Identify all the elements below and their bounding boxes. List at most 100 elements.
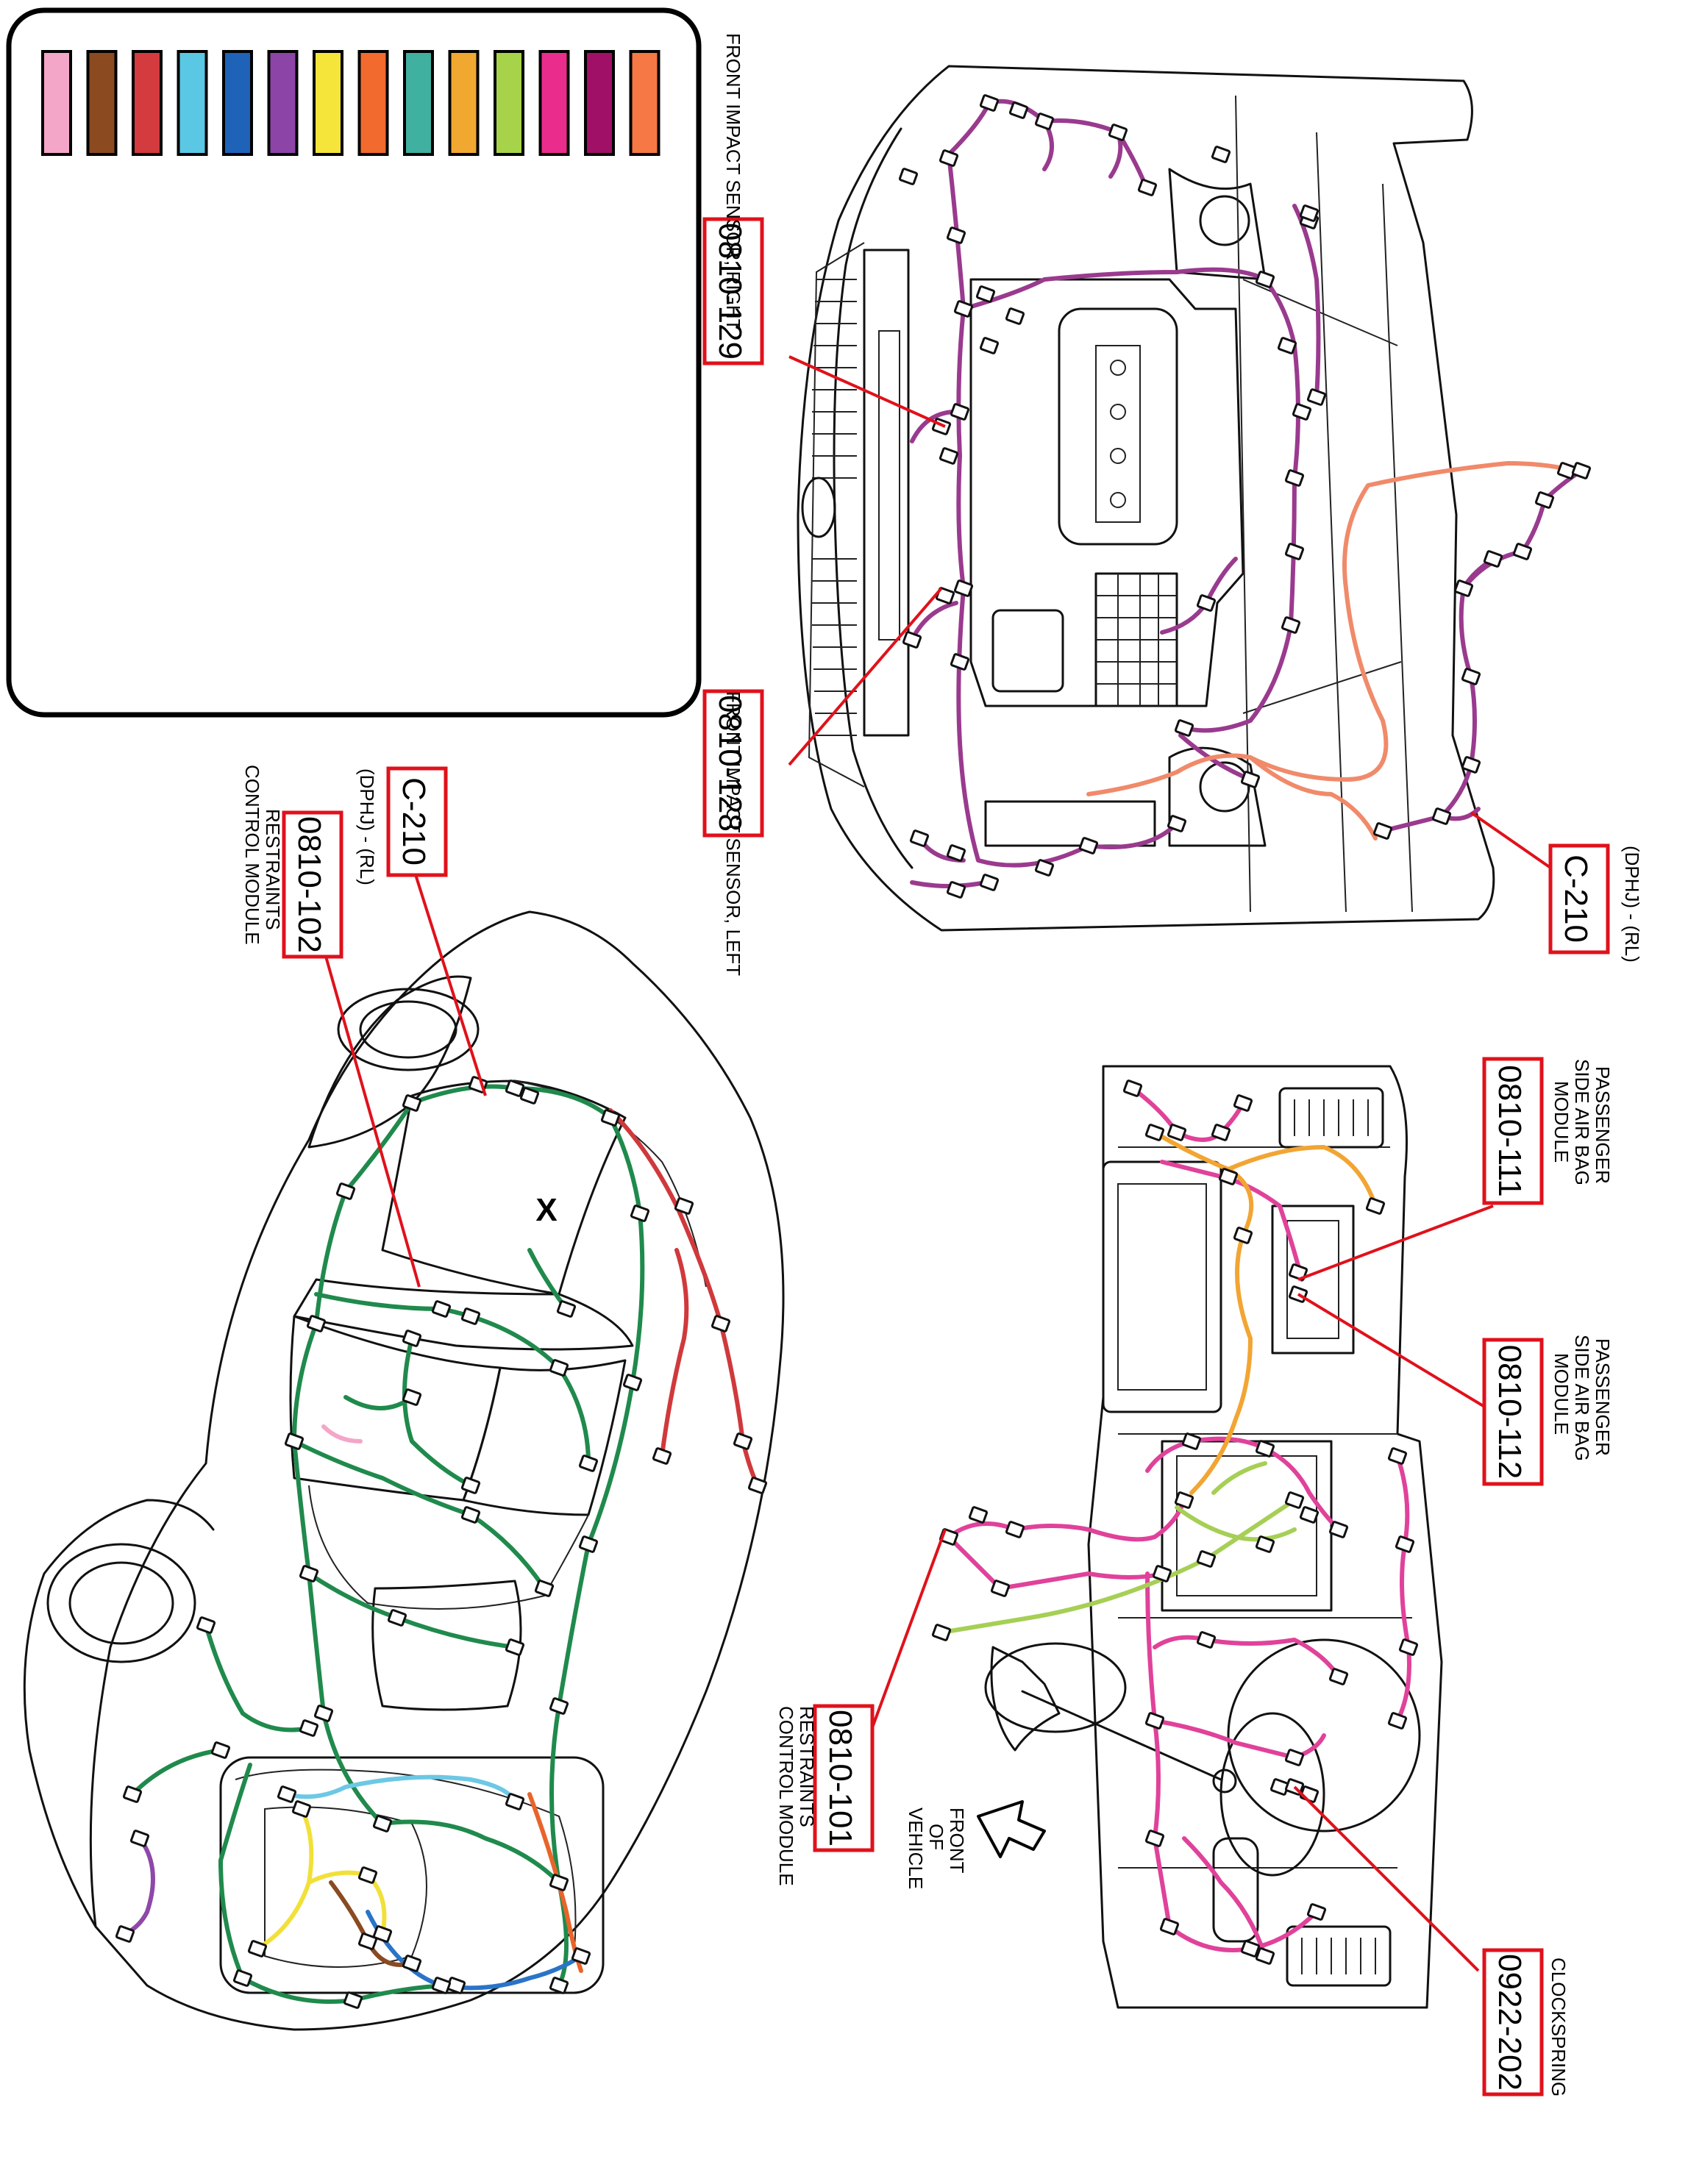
connector-icon: [1365, 1197, 1386, 1215]
legend-swatches: [41, 50, 660, 156]
connector-icon: [1078, 837, 1099, 854]
connector-icon: [306, 1315, 327, 1332]
connector-icon: [549, 1977, 569, 1994]
svg-text:C-210: C-210: [396, 777, 432, 866]
connector-icon: [578, 1455, 599, 1472]
connector-icon: [1372, 822, 1393, 840]
leader-lines: [322, 355, 1552, 1972]
connector-icon: [1196, 594, 1217, 612]
connector-icon: [950, 653, 970, 671]
connector-icon: [1005, 307, 1025, 325]
restraints-module-102-line1: RESTRAINTS: [262, 809, 284, 930]
legend-swatch: [403, 50, 434, 156]
front-wheel: [337, 988, 480, 1071]
connector-icon: [534, 1580, 555, 1597]
connector-icon: [1144, 1712, 1165, 1730]
connector-icon: [505, 1793, 525, 1810]
connector-icon: [549, 1697, 569, 1715]
passenger-airbag-112-line2: SIDE AIR BAG: [1571, 1335, 1593, 1461]
rear-wheel: [46, 1543, 196, 1663]
connector-icon: [674, 1197, 694, 1215]
legend-swatch: [584, 50, 615, 156]
connector-icon: [898, 168, 919, 185]
connector-icon: [1174, 719, 1194, 737]
legend-swatch: [177, 50, 208, 156]
connector-icon: [990, 1580, 1011, 1597]
connector-icon: [1387, 1447, 1408, 1465]
connector-icon: [1398, 1638, 1419, 1656]
connector-icon: [1233, 1227, 1253, 1244]
connector-icon: [1159, 1918, 1180, 1935]
connector-icon: [313, 1705, 334, 1722]
connector-icon: [402, 1955, 422, 1972]
connector-icon: [953, 300, 974, 318]
front-impact-sensor-left-label: FRONT IMPACT SENSOR, LEFT: [722, 691, 744, 976]
passenger-airbag-111-line2: SIDE AIR BAG: [1571, 1059, 1593, 1185]
callout-c-210-engine: C-210: [1548, 843, 1610, 954]
connector-icon: [1196, 1550, 1217, 1568]
connector-icon: [460, 1307, 481, 1325]
connector-icon: [1181, 1432, 1202, 1450]
connector-icon: [1284, 1749, 1305, 1766]
color-legend: [6, 7, 702, 718]
connector-icon: [549, 1874, 569, 1891]
legend-swatch: [357, 50, 389, 156]
front-grille: [812, 279, 857, 736]
connector-icon: [357, 1866, 378, 1884]
connector-icon: [1299, 1506, 1320, 1524]
passenger-airbag-112-line1: PASSENGER: [1592, 1338, 1614, 1456]
connector-icon: [1108, 124, 1128, 141]
connector-icon: [1306, 388, 1327, 406]
connector-icon: [1196, 1631, 1217, 1649]
connector-icon: [1512, 543, 1533, 560]
connector-icon: [115, 1925, 135, 1943]
connector-icon: [622, 1374, 643, 1391]
connector-icon: [1299, 204, 1320, 222]
connector-icon: [549, 1359, 569, 1377]
connector-icon: [1328, 1521, 1349, 1538]
connector-icon: [578, 1535, 599, 1553]
connector-icon: [1144, 1124, 1165, 1141]
connector-icon: [1233, 1094, 1253, 1112]
connector-icon: [196, 1616, 216, 1634]
connector-icon: [953, 579, 974, 597]
svg-text:0810-112: 0810-112: [1492, 1345, 1528, 1480]
legend-swatch: [222, 50, 253, 156]
connector-icon: [975, 285, 996, 303]
connector-icon: [1277, 337, 1297, 354]
legend-swatch: [41, 50, 72, 156]
connector-icon: [979, 874, 1000, 891]
connector-icon: [1034, 113, 1055, 130]
connector-icon: [1288, 1263, 1308, 1281]
legend-swatch: [494, 50, 524, 156]
connector-icon: [129, 1830, 150, 1847]
connector-icon: [505, 1079, 525, 1097]
connector-icon: [402, 1094, 422, 1112]
connector-icon: [1483, 550, 1503, 568]
connector-icon: [1255, 1535, 1275, 1553]
connector-icon: [1152, 1565, 1172, 1582]
connector-icon: [1395, 1535, 1415, 1553]
connector-icon: [931, 1624, 952, 1641]
front-of-vehicle-arrow-icon: [977, 1800, 1046, 1858]
connector-icon: [747, 1477, 768, 1494]
connector-icon: [1255, 1440, 1275, 1457]
legend-swatch: [132, 50, 163, 156]
connector-icon: [1034, 859, 1055, 877]
connector-icon: [1122, 1079, 1143, 1097]
front-of-vehicle-line3: VEHICLE: [905, 1807, 927, 1889]
connector-icon: [519, 1087, 540, 1105]
passenger-airbag-112-line3: MODULE: [1550, 1353, 1573, 1435]
connector-icon: [372, 1925, 393, 1943]
connector-icon: [247, 1940, 268, 1958]
connector-icon: [1167, 1124, 1187, 1141]
legend-swatch: [313, 50, 343, 156]
connector-icon: [652, 1447, 672, 1465]
svg-text:0810-102: 0810-102: [291, 816, 327, 953]
engine-compartment-view: [797, 65, 1592, 932]
body-connectors: [115, 1076, 768, 2009]
restraints-module-101-line1: RESTRAINTS: [796, 1706, 818, 1827]
connector-icon: [372, 1815, 393, 1833]
restraints-module-102-line2: CONTROL MODULE: [241, 765, 263, 945]
